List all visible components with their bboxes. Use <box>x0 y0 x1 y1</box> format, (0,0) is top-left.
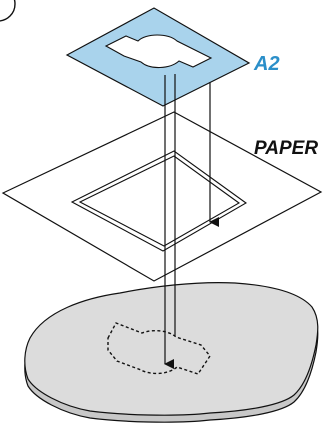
placement-outline <box>107 322 211 375</box>
base-surface <box>24 282 319 423</box>
template-a2 <box>65 7 251 107</box>
part-label-a2: A2 <box>254 53 280 75</box>
corner-circle-icon <box>0 0 16 22</box>
paper-sheet <box>1 111 323 282</box>
paper-label: PAPER <box>254 138 319 159</box>
